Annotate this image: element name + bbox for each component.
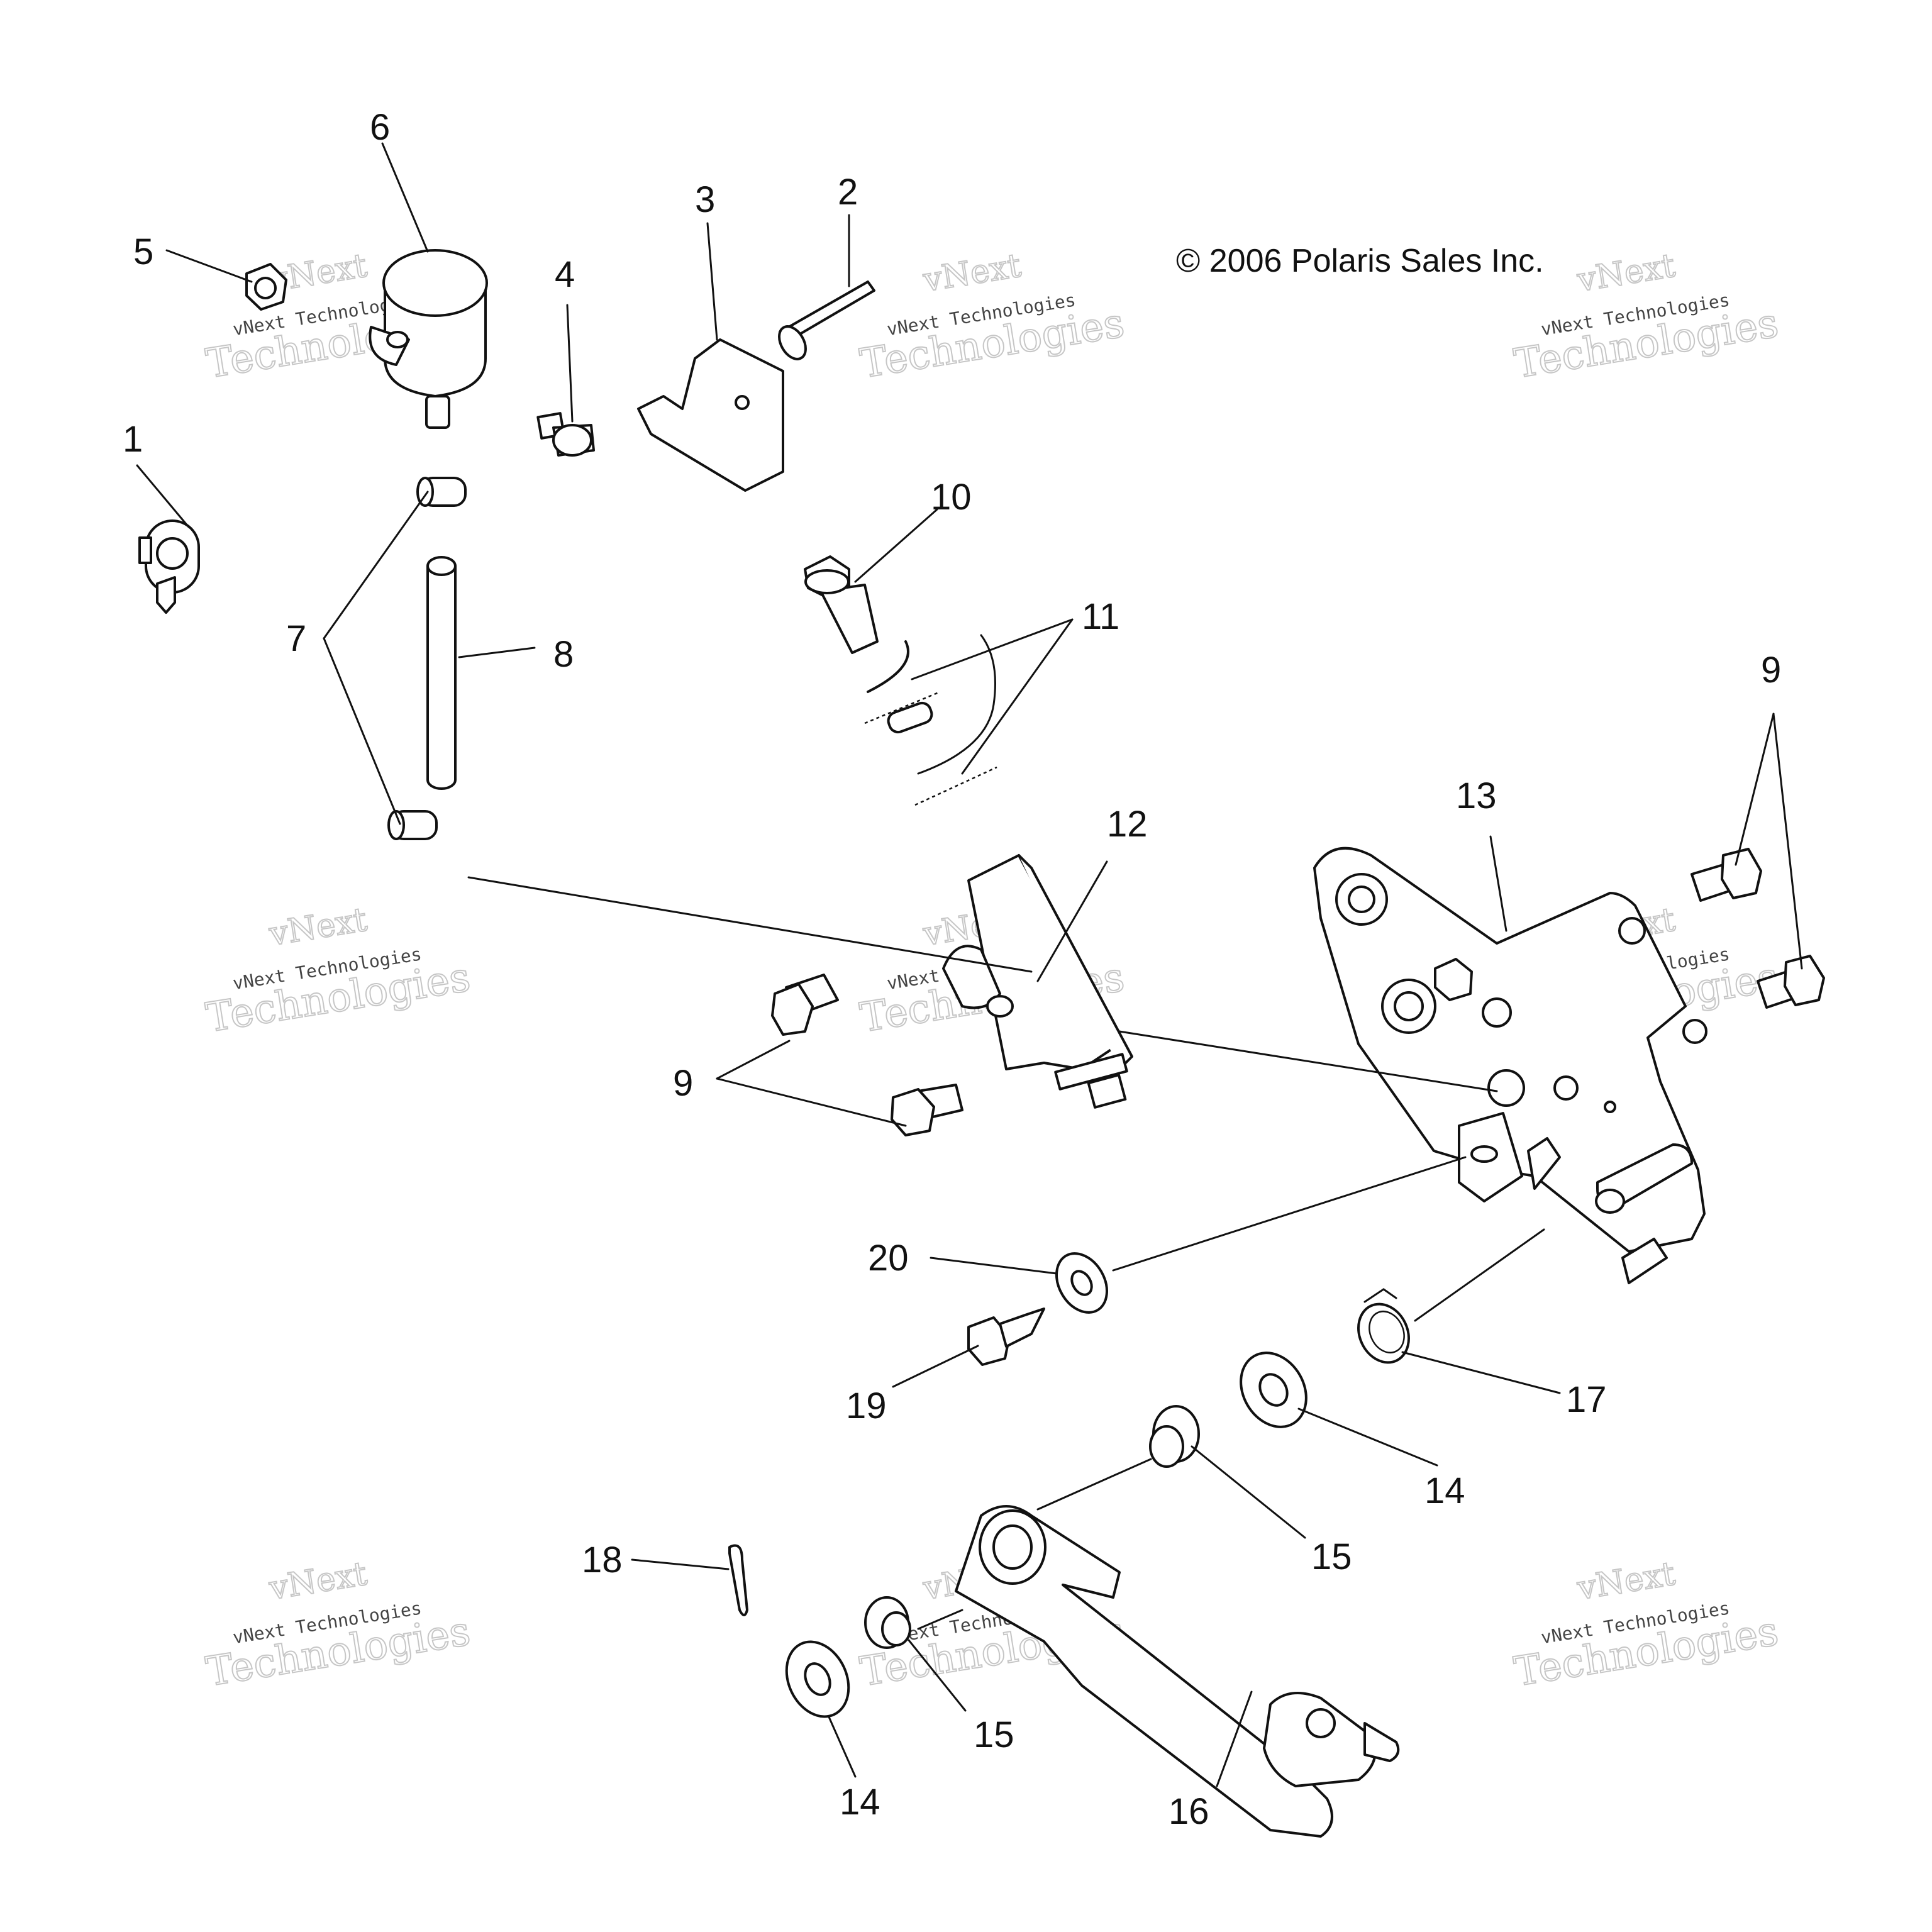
watermark-top-center: vNext vNext Technologies Technologies	[857, 246, 1128, 388]
callout-20: 20	[868, 1238, 909, 1279]
part-9-bolt-left-lower	[891, 1084, 963, 1136]
part-10-flange-bolt	[804, 555, 879, 654]
callout-17: 17	[1566, 1379, 1607, 1420]
part-8-hose	[426, 556, 457, 790]
part-7-clamp-bottom	[387, 810, 438, 840]
part-14-washer-lower	[785, 1640, 850, 1718]
callout-5: 5	[133, 231, 153, 272]
part-13-mounting-plate	[1313, 847, 1707, 1284]
part-16-pedal-arm	[955, 1505, 1400, 1838]
callout-11: 11	[1082, 596, 1119, 637]
callout-4: 4	[555, 254, 575, 295]
part-1-hose-clip	[138, 519, 200, 614]
part-3-bracket	[637, 338, 784, 492]
callout-6: 6	[370, 107, 390, 148]
part-17-spring	[1357, 1288, 1410, 1364]
part-18-cotter-pin	[728, 1544, 748, 1616]
part-15-bushing-lower	[864, 1596, 911, 1649]
svg-text:vNext: vNext	[1574, 247, 1677, 299]
part-11-sensor-wire	[864, 634, 997, 806]
copyright-text: © 2006 Polaris Sales Inc.	[1176, 243, 1544, 279]
callout-8: 8	[553, 634, 574, 675]
part-19-pointed-bolt	[967, 1307, 1045, 1366]
part-4-bolt	[536, 412, 595, 457]
part-9-bolt-left-upper	[771, 974, 839, 1036]
callout-1: 1	[123, 419, 143, 460]
svg-text:vNext: vNext	[266, 901, 369, 953]
callout-7: 7	[286, 618, 306, 659]
callout-14-upper: 14	[1424, 1470, 1465, 1511]
part-6-reservoir	[369, 249, 488, 429]
leader-lines	[136, 142, 1803, 1787]
watermark-bottom-right: vNext vNext Technologies Technologies	[1511, 1554, 1782, 1696]
callout-9-right: 9	[1761, 650, 1781, 691]
callout-2: 2	[838, 172, 858, 213]
part-7-clamp-top	[416, 477, 467, 507]
callout-18: 18	[582, 1540, 623, 1580]
callout-12: 12	[1107, 804, 1148, 845]
part-14-washer-upper	[1240, 1352, 1307, 1428]
callout-15-lower: 15	[974, 1714, 1014, 1755]
svg-text:vNext: vNext	[920, 247, 1023, 299]
callout-labels: 1 2 3 4 5 6 7 8 9 9 10 11 12 13 14 14 15…	[123, 107, 1781, 1832]
part-2-rivet	[778, 280, 875, 360]
svg-text:vNext: vNext	[266, 1555, 369, 1607]
watermark-bottom-left: vNext vNext Technologies Technologies	[203, 1554, 474, 1696]
part-20-washer	[1055, 1252, 1108, 1314]
part-5-nut	[245, 263, 287, 311]
part-15-bushing-upper	[1149, 1405, 1200, 1468]
part-12-switch	[942, 854, 1133, 1109]
part-9-bolt-right-upper	[1690, 848, 1762, 902]
part-9-bolt-right-lower	[1757, 955, 1825, 1009]
callout-19: 19	[846, 1385, 887, 1426]
callout-13: 13	[1456, 775, 1497, 816]
callout-9-left: 9	[673, 1063, 693, 1104]
callout-15-upper: 15	[1311, 1536, 1352, 1577]
callout-16: 16	[1169, 1791, 1209, 1832]
callout-3: 3	[695, 179, 715, 220]
watermark-mid-left: vNext vNext Technologies Technologies	[203, 900, 474, 1042]
callout-10: 10	[931, 477, 972, 518]
svg-text:vNext: vNext	[1574, 1555, 1677, 1607]
callout-14-lower: 14	[840, 1782, 880, 1823]
